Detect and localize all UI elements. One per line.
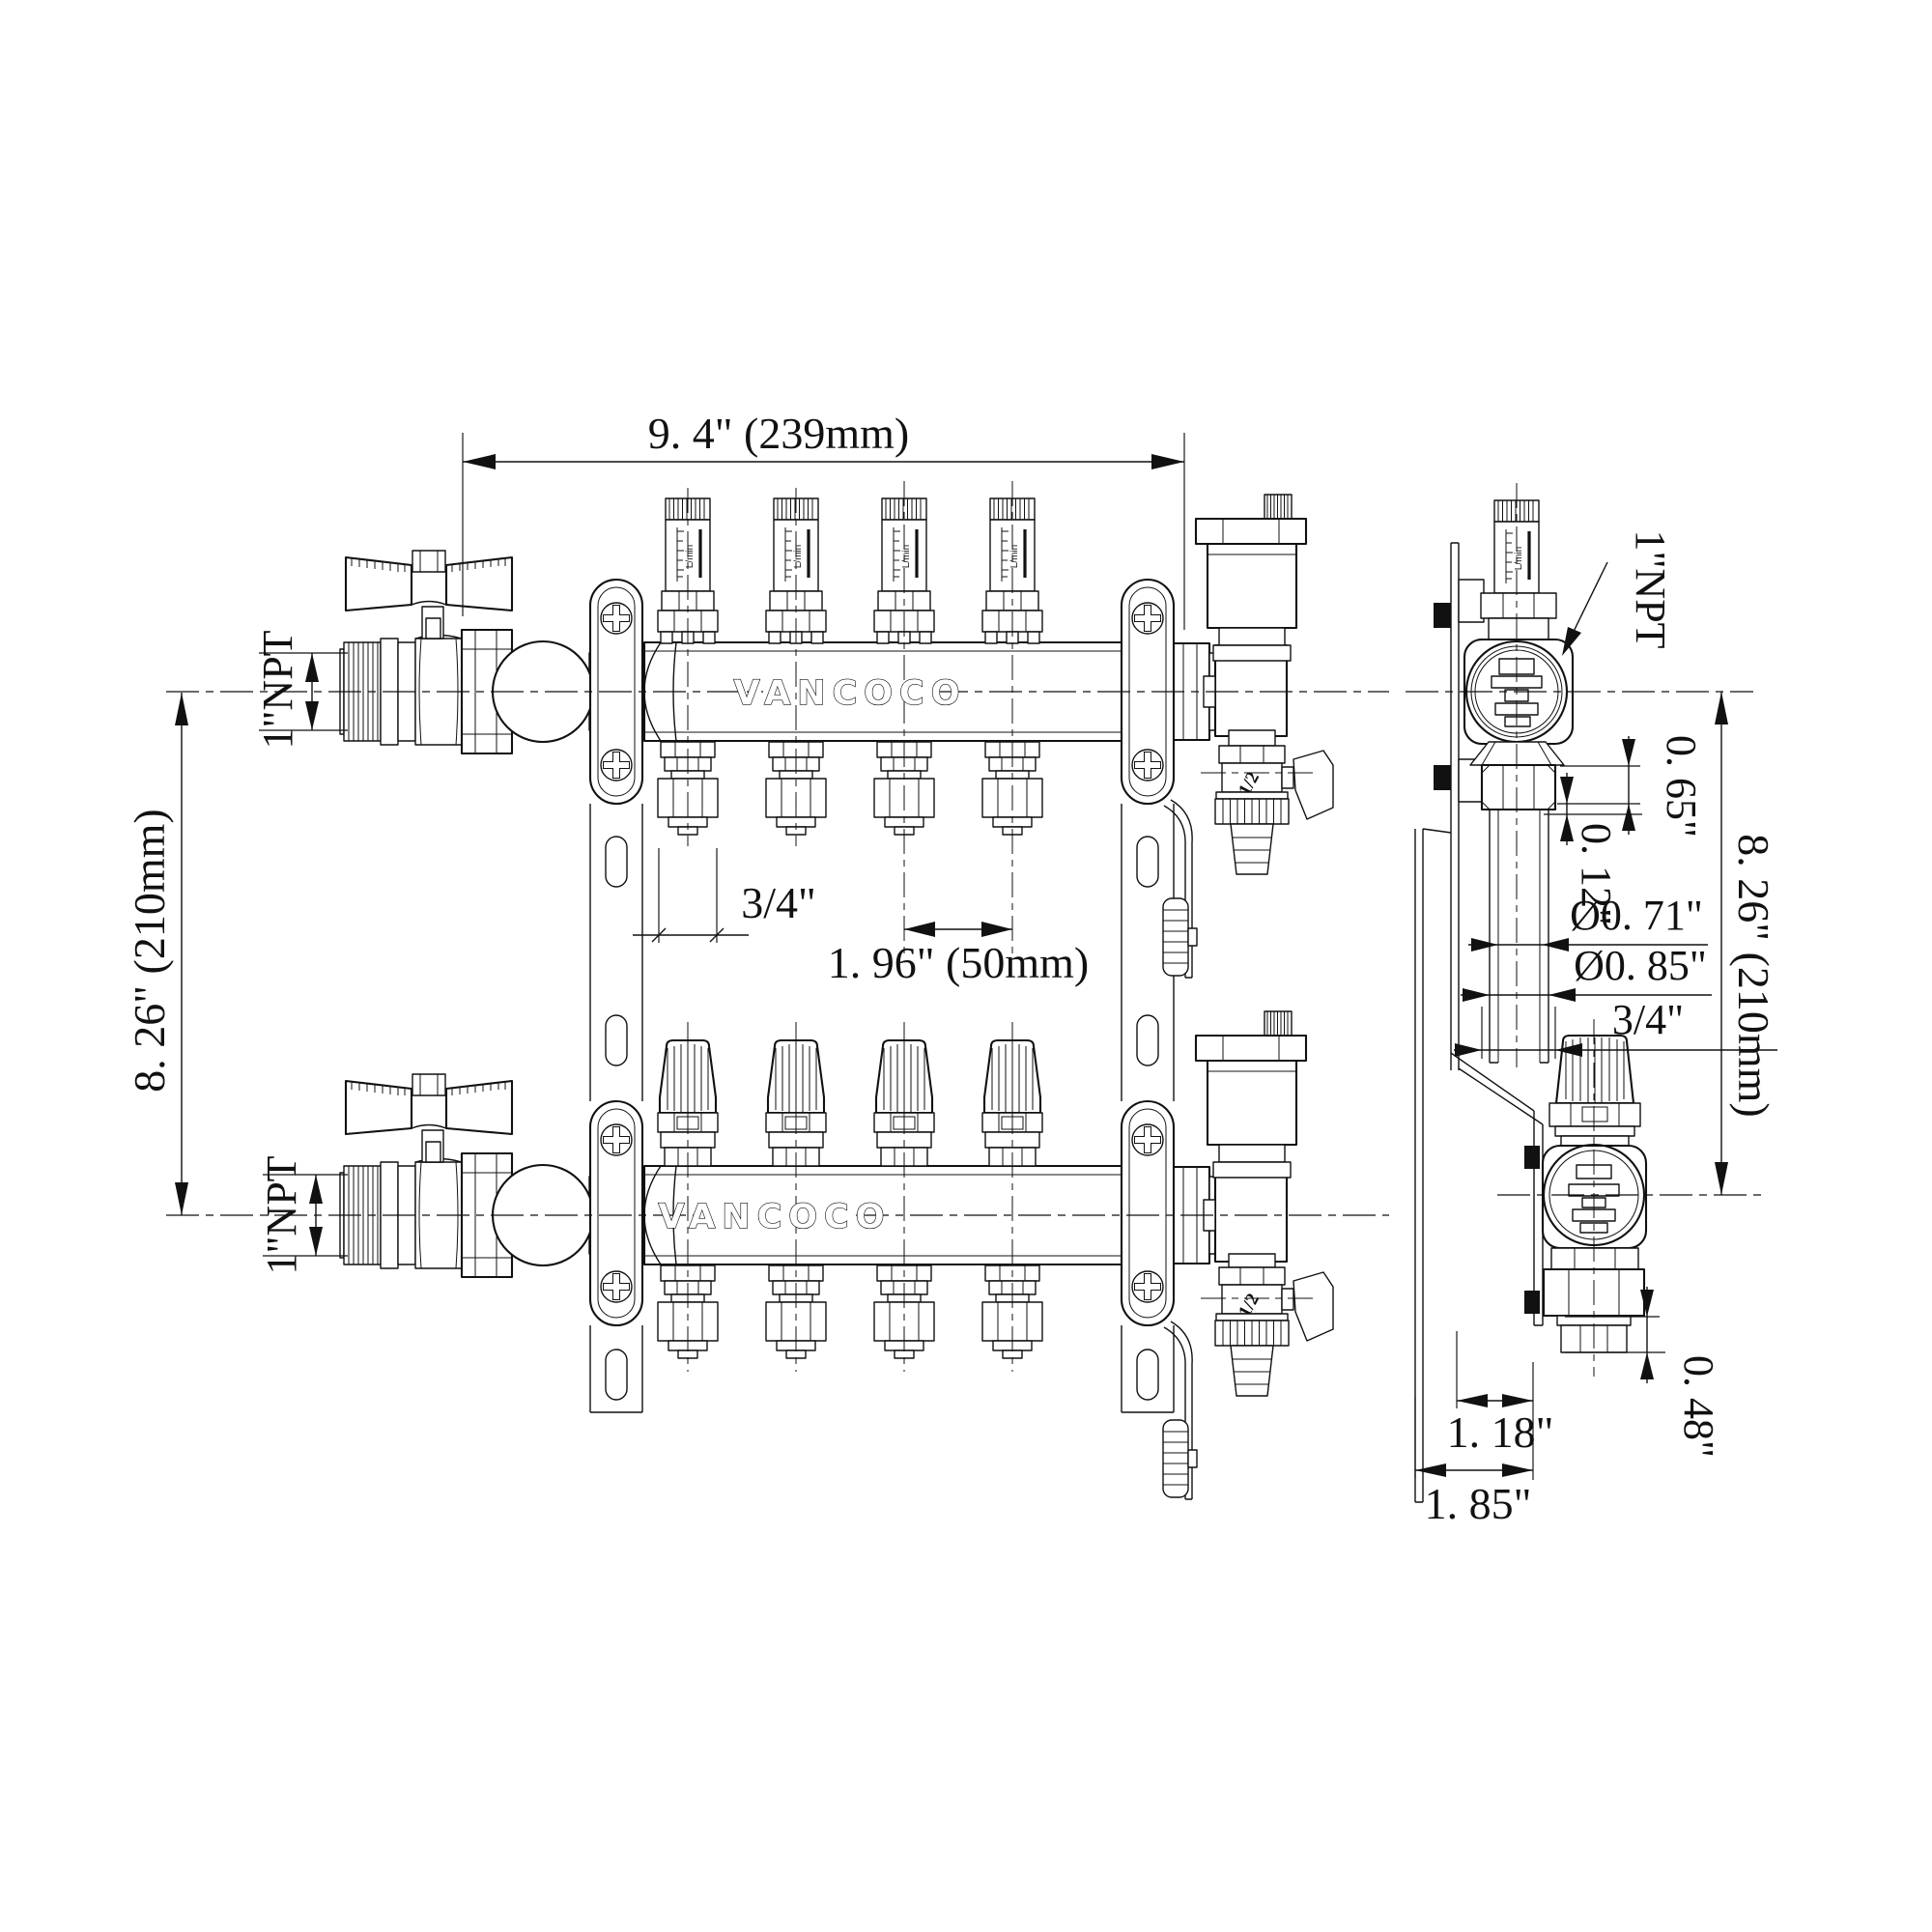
inlet-ball-valve-bottom <box>338 1072 605 1279</box>
dim-outlet-spacing: 1. 96" (50mm) <box>828 922 1089 987</box>
end-assembly-bottom <box>1169 1165 1289 1268</box>
dim-inlet-bottom: 1"NPT <box>258 1155 348 1275</box>
centerlines <box>166 481 1763 1377</box>
dim-depth-total: 1. 85" <box>1414 1397 1533 1528</box>
brand-logo-bottom: VANCOCO <box>659 1198 892 1236</box>
drain-valve-top <box>1214 745 1334 875</box>
bottom-offset-label: 0. 48" <box>1675 1355 1722 1458</box>
dim-outlet-size: 3/4" <box>633 848 816 943</box>
inlet-top-label: 1"NPT <box>254 630 301 749</box>
dim-width: 9. 4" (239mm) <box>462 409 1185 630</box>
offset-step-label: 0. 12" <box>1573 823 1620 925</box>
side-wall-plate <box>1414 542 1544 1503</box>
pipe-od-label: Ø0. 85" <box>1574 942 1707 989</box>
air-vent-bottom <box>1194 1009 1308 1179</box>
front-view <box>338 493 1334 1500</box>
brand-logo-top: VANCOCO <box>734 674 967 713</box>
bracket-leg-bottom <box>1163 1321 1193 1500</box>
side-port-label: 1"NPT <box>1627 529 1674 648</box>
outlet-size-label: 3/4" <box>741 878 816 927</box>
dim-side-outlet: 3/4" <box>1454 996 1777 1059</box>
bracket-bottom-right <box>1122 1101 1174 1325</box>
dim-inlet-top: 1"NPT <box>254 630 348 750</box>
dim-depth-inner: 1. 18" <box>1447 1331 1554 1480</box>
dim-offset-step: 0. 12" <box>1544 773 1642 925</box>
dim-width-label: 9. 4" (239mm) <box>648 409 909 458</box>
dim-pipe-id: Ø0. 71" <box>1468 892 1708 952</box>
dim-side-port: 1"NPT <box>1562 529 1674 656</box>
dimensions: 9. 4" (239mm) 8. 26" (210mm) 1"NPT 1"NPT… <box>125 409 1778 1528</box>
dim-height-front-label: 8. 26" (210mm) <box>125 809 174 1092</box>
offset-top-label: 0. 65" <box>1658 735 1705 838</box>
air-vent-top <box>1194 493 1308 663</box>
dim-bottom-offset: 0. 48" <box>1565 1287 1722 1458</box>
bracket-leg-top <box>1163 799 1193 979</box>
side-top-assembly <box>1463 498 1575 1064</box>
bracket-bottom-left <box>590 1101 642 1325</box>
dim-offset-top: 0. 65" <box>1557 735 1705 838</box>
inlet-bottom-label: 1"NPT <box>258 1155 305 1274</box>
drain-valve-bottom <box>1214 1266 1334 1397</box>
side-outlet-label: 3/4" <box>1612 996 1684 1043</box>
depth-total-label: 1. 85" <box>1425 1479 1532 1528</box>
depth-inner-label: 1. 18" <box>1447 1407 1554 1457</box>
side-bottom-assembly <box>1541 1034 1648 1353</box>
side-view <box>1414 498 1648 1503</box>
height-side-label: 8. 26" (210mm) <box>1729 834 1778 1117</box>
dim-height-front: 8. 26" (210mm) <box>125 693 188 1215</box>
outlet-spacing-label: 1. 96" (50mm) <box>828 938 1089 987</box>
pipe-id-label: Ø0. 71" <box>1570 892 1703 939</box>
dim-height-side: 8. 26" (210mm) <box>1715 692 1778 1195</box>
dim-pipe-od: Ø0. 85" <box>1461 942 1712 1002</box>
inlet-ball-valve-top <box>338 549 605 755</box>
